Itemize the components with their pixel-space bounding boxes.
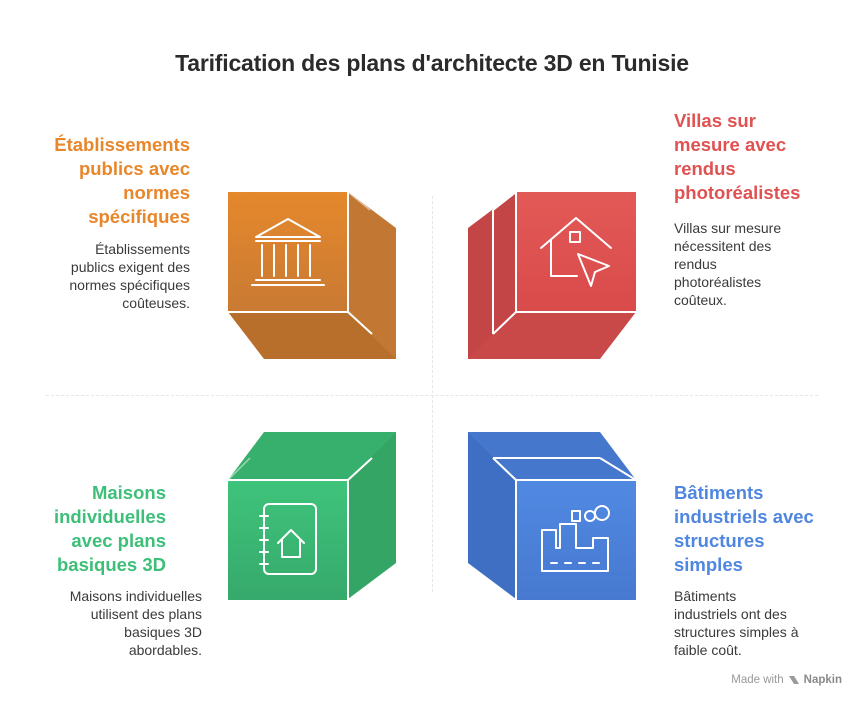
block-top-right	[468, 191, 636, 359]
heading-line: industriels avec	[674, 506, 814, 527]
desc-line: faible coût.	[674, 642, 742, 658]
diagram-title: Tarification des plans d'architecte 3D e…	[175, 50, 689, 76]
description-bottom-left: Maisons individuelles utilisent des plan…	[16, 587, 202, 659]
desc-line: abordables.	[128, 642, 202, 658]
heading-line: rendus	[674, 158, 736, 179]
block-bottom-right	[468, 432, 637, 600]
house-notebook-icon	[259, 503, 317, 575]
heading-line: normes	[123, 182, 190, 203]
heading-bottom-left: Maisons individuelles avec plans basique…	[16, 481, 166, 577]
desc-line: Établissements	[95, 241, 190, 257]
heading-line: Maisons	[91, 482, 166, 503]
factory-icon	[541, 505, 610, 572]
heading-line: photoréalistes	[674, 182, 801, 203]
heading-top-right: Villas sur mesure avec rendus photoréali…	[674, 109, 844, 205]
footer-watermark: Made with Napkin	[731, 674, 842, 686]
desc-line: Bâtiments	[674, 588, 737, 604]
description-bottom-right: Bâtiments industriels ont des structures…	[674, 587, 844, 659]
description-top-left: Établissements publics exigent des norme…	[40, 240, 190, 312]
desc-line: coûteuses.	[122, 295, 190, 311]
heading-line: spécifiques	[88, 206, 190, 227]
desc-line: coûteux.	[674, 292, 727, 308]
desc-line: Maisons individuelles	[69, 588, 202, 604]
desc-line: nécessitent des	[674, 238, 772, 254]
desc-line: photoréalistes	[674, 274, 762, 290]
desc-line: Villas sur mesure	[674, 220, 782, 236]
vertical-divider	[432, 196, 433, 592]
heading-line: publics avec	[78, 158, 190, 179]
desc-line: basiques 3D	[124, 624, 202, 640]
heading-line: mesure avec	[674, 134, 787, 155]
desc-line: rendus	[674, 256, 717, 272]
heading-line: Établissements	[54, 134, 190, 155]
desc-line: normes spécifiques	[69, 277, 190, 293]
heading-line: structures	[674, 530, 765, 551]
desc-line: publics exigent des	[70, 259, 190, 275]
brand-label: Napkin	[803, 674, 842, 686]
heading-line: individuelles	[53, 506, 166, 527]
horizontal-divider	[46, 395, 818, 396]
description-top-right: Villas sur mesure nécessitent des rendus…	[674, 219, 844, 309]
block-bottom-left	[227, 432, 396, 600]
made-with-label: Made with	[731, 674, 784, 686]
heading-bottom-right: Bâtiments industriels avec structures si…	[674, 481, 854, 577]
desc-line: utilisent des plans	[90, 606, 202, 622]
heading-line: Villas sur	[674, 110, 756, 131]
heading-top-left: Établissements publics avec normes spéci…	[40, 133, 190, 229]
napkin-logo-icon	[788, 676, 799, 684]
heading-line: simples	[674, 554, 743, 575]
desc-line: industriels ont des	[674, 606, 787, 622]
heading-line: avec plans	[71, 530, 166, 551]
heading-line: basiques 3D	[57, 554, 166, 575]
heading-line: Bâtiments	[674, 482, 764, 503]
government-building-icon	[251, 218, 325, 286]
desc-line: structures simples à	[674, 624, 799, 640]
block-top-left	[228, 191, 396, 359]
house-cursor-icon	[540, 217, 612, 287]
